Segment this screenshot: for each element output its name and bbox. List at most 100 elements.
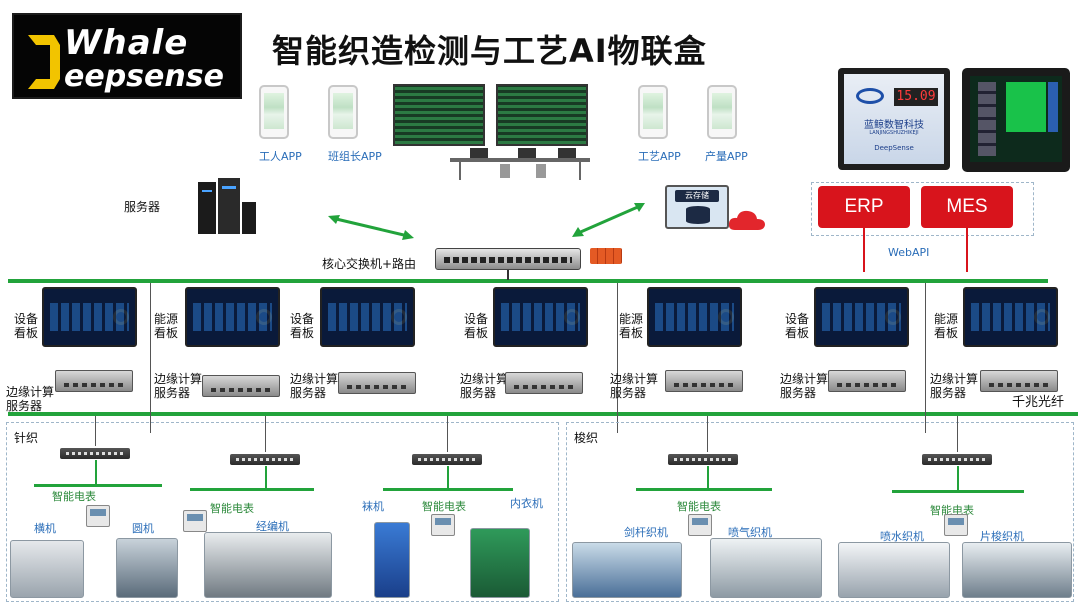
mes-link [966, 228, 968, 272]
edge-server-5 [665, 370, 743, 392]
projectile-loom [962, 542, 1072, 598]
device-display: 15.09 [894, 88, 938, 106]
board-label-7: 能源看板 [934, 312, 958, 340]
app-label-team-leader: 班组长APP [328, 148, 382, 164]
underwear-machine [470, 528, 530, 598]
machine-label-circular: 圆机 [132, 520, 154, 536]
backbone-fiber-line [8, 412, 1078, 416]
dashboard-screen-3 [320, 287, 415, 347]
device-logo-icon [856, 88, 884, 104]
board-label-6: 设备看板 [785, 312, 809, 340]
dashboard-screen-5 [647, 287, 742, 347]
board-label-1: 设备看板 [14, 312, 38, 340]
erp-link [863, 228, 865, 272]
edge-label-7: 边缘计算服务器 [930, 372, 978, 400]
drop-3 [447, 416, 448, 452]
dashboard-screen-4 [493, 287, 588, 347]
edge-label-4: 边缘计算服务器 [460, 372, 508, 400]
app-label-process: 工艺APP [638, 148, 681, 164]
knit-section-title: 针织 [14, 431, 38, 445]
control-desk-icon [440, 146, 600, 182]
water-jet-loom [838, 542, 950, 598]
vline-3 [925, 283, 926, 433]
device-brand: DeepSense [848, 144, 940, 152]
circular-knitting-machine [116, 538, 178, 598]
dist-bar-4 [636, 488, 772, 491]
edge-label-6: 边缘计算服务器 [780, 372, 828, 400]
drop-5 [957, 416, 958, 452]
air-jet-loom [710, 538, 822, 598]
phone-team-leader-app [328, 85, 358, 139]
vline-2 [617, 283, 618, 433]
drop-2 [265, 416, 266, 452]
dashboard-screen-1 [42, 287, 137, 347]
dist-stem-4 [707, 466, 709, 488]
access-switch-2 [230, 454, 300, 465]
erp-button[interactable]: ERP [818, 186, 910, 228]
dashboard-screen-7 [963, 287, 1058, 347]
control-screen-right [496, 84, 588, 146]
edge-label-2: 边缘计算服务器 [154, 372, 202, 400]
dist-bar-5 [892, 490, 1024, 493]
rapier-loom [572, 542, 682, 598]
cloud-link-arrow [568, 200, 648, 240]
whale-deepsense-logo: Whale eepsense [12, 13, 242, 99]
board-label-2: 能源看板 [154, 312, 178, 340]
meter-2 [183, 510, 207, 532]
access-switch-1 [60, 448, 130, 459]
dashboard-screen-2 [185, 287, 280, 347]
machine-label-flat: 横机 [34, 520, 56, 536]
warp-knitting-machine [204, 532, 332, 598]
switch-to-backbone [507, 270, 509, 280]
machine-label-sock: 袜机 [362, 498, 384, 514]
meter-5 [944, 514, 968, 536]
edge-server-7 [980, 370, 1058, 392]
drop-4 [707, 416, 708, 452]
machine-label-underwear: 内衣机 [510, 495, 543, 511]
webapi-label: WebAPI [888, 246, 929, 259]
cloud-storage-screen: 云存储 [665, 185, 729, 229]
server-link-arrow [326, 212, 416, 242]
cloud-storage-label: 云存储 [675, 190, 719, 202]
board-label-4: 设备看板 [464, 312, 488, 340]
iot-box-screen [962, 68, 1070, 172]
dist-stem-3 [447, 466, 449, 488]
meter-4 [688, 514, 712, 536]
access-switch-3 [412, 454, 482, 465]
phone-worker-app [259, 85, 289, 139]
mes-button[interactable]: MES [921, 186, 1013, 228]
board-label-5: 能源看板 [619, 312, 643, 340]
access-switch-4 [668, 454, 738, 465]
page-title: 智能织造检测与工艺AI物联盒 [272, 26, 707, 72]
backbone-top-line [8, 279, 1048, 283]
app-label-output: 产量APP [705, 148, 748, 164]
iot-box-front: 15.09 蓝鲸数智科技 LANJINGSHUZHIKEJI DeepSense [838, 68, 950, 170]
router-brick-icon [590, 248, 622, 264]
weave-section-title: 梭织 [574, 431, 598, 445]
edge-server-6 [828, 370, 906, 392]
device-company: 蓝鲸数智科技 [848, 116, 940, 131]
edge-server-4 [505, 372, 583, 394]
device-company-pinyin: LANJINGSHUZHIKEJI [848, 130, 940, 136]
cloud-icon [727, 208, 767, 232]
edge-server-1 [55, 370, 133, 392]
edge-label-1: 边缘计算服务器 [6, 385, 54, 413]
dist-bar-1 [34, 484, 162, 487]
edge-label-5: 边缘计算服务器 [610, 372, 658, 400]
server-rack-icon [196, 176, 258, 236]
smart-meter-label-2: 智能电表 [210, 500, 254, 516]
flat-knitting-machine [10, 540, 84, 598]
machine-label-rapier: 剑杆织机 [624, 524, 668, 540]
smart-meter-label-3: 智能电表 [422, 498, 466, 514]
fiber-label: 千兆光纤 [1012, 396, 1064, 410]
smart-meter-label-4: 智能电表 [677, 498, 721, 514]
logo-line-2: eepsense [64, 59, 224, 94]
meter-3 [431, 514, 455, 536]
drop-1 [95, 416, 96, 446]
dist-stem-1 [95, 460, 97, 484]
app-label-worker: 工人APP [259, 148, 302, 164]
core-switch-label: 核心交换机+路由 [322, 257, 416, 271]
dist-stem-2 [265, 466, 267, 488]
core-switch-icon [435, 248, 581, 270]
phone-process-app [638, 85, 668, 139]
